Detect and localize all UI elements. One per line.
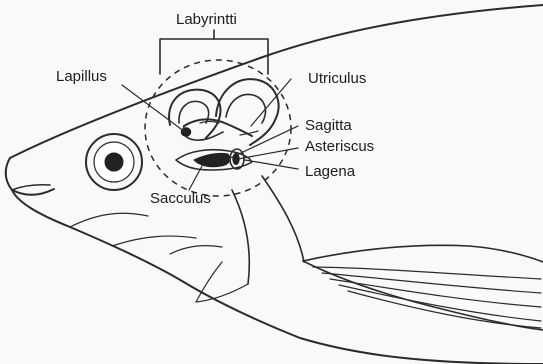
small-canal-connector: [200, 122, 219, 124]
lagena-label: Lagena: [305, 163, 356, 180]
labyrinth-bracket: [160, 39, 268, 74]
lapillus-label: Lapillus: [56, 68, 107, 85]
operculum-outline-outer: [262, 176, 304, 262]
fish-jaw-line: [112, 236, 196, 246]
lapillus-otolith: [181, 128, 191, 136]
eye-pupil: [105, 153, 123, 171]
fin-ray-1: [313, 267, 541, 279]
lapillus-leader-line: [122, 85, 185, 132]
sacculus-leader-line: [189, 166, 202, 190]
fish-mouth-line: [12, 185, 50, 190]
lagena-leader-line: [245, 160, 298, 169]
fish-lower-jaw-outline: [12, 190, 543, 364]
sagitta-label: Sagitta: [305, 117, 352, 134]
fish-cheek-line: [70, 213, 148, 227]
labyrinth-highlight-circle: [145, 60, 291, 196]
utriculus-label: Utriculus: [308, 70, 366, 87]
fin-ray-3: [330, 279, 541, 307]
operculum-small-curve-2: [170, 246, 222, 254]
labyrinth-label: Labyrintti: [176, 11, 237, 28]
pectoral-fin-outline: [303, 245, 543, 262]
operculum-outline: [232, 190, 249, 284]
sagitta-otolith: [194, 153, 230, 166]
semicircular-canal-posterior: [216, 79, 279, 145]
semicircular-canal-anterior: [169, 90, 220, 138]
asteriscus-label: Asteriscus: [305, 138, 374, 155]
semicircular-canal-posterior-inner: [226, 94, 265, 123]
sacculus-label: Sacculus: [150, 190, 211, 207]
